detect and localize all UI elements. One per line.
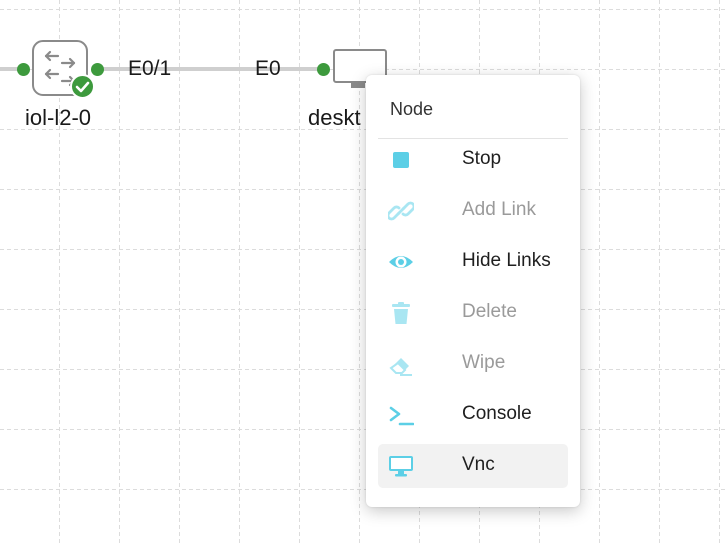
port-label-desktop: E0: [255, 57, 281, 80]
stop-icon: [393, 152, 409, 168]
menu-item-vnc[interactable]: Vnc: [378, 444, 568, 488]
menu-header: Node: [390, 99, 434, 119]
menu-item-label: Add Link: [462, 199, 536, 220]
menu-divider: [378, 138, 568, 139]
eye-icon: [389, 256, 413, 268]
menu-item-hide-links[interactable]: Hide Links: [378, 240, 568, 284]
port-dot-left[interactable]: [17, 63, 30, 76]
menu-item-console[interactable]: Console: [378, 393, 568, 437]
menu-item-wipe[interactable]: Wipe: [378, 342, 568, 386]
trash-icon: [392, 302, 410, 324]
link-left-stub[interactable]: [0, 67, 24, 71]
menu-item-label: Wipe: [462, 352, 506, 373]
switch-node[interactable]: [32, 40, 88, 96]
terminal-icon: [389, 406, 414, 426]
node-context-menu: Node Stop Add Link Hide Links: [366, 75, 580, 507]
menu-item-stop[interactable]: Stop: [378, 138, 568, 182]
port-label-switch: E0/1: [128, 57, 172, 80]
menu-item-label: Stop: [462, 148, 502, 169]
menu-item-delete[interactable]: Delete: [378, 291, 568, 335]
check-icon: [75, 81, 90, 93]
eraser-icon: [389, 358, 412, 376]
menu-item-label: Hide Links: [462, 250, 551, 271]
switch-node-label[interactable]: iol-l2-0: [25, 105, 92, 130]
running-status-badge: [70, 74, 95, 99]
port-dot-desktop[interactable]: [317, 63, 330, 76]
port-dot-switch[interactable]: [91, 63, 104, 76]
menu-item-add-link[interactable]: Add Link: [378, 189, 568, 233]
desktop-node-label[interactable]: deskt: [308, 105, 361, 130]
link-switch-desktop[interactable]: [96, 67, 326, 71]
desktop-node[interactable]: [333, 49, 389, 96]
monitor-icon: [389, 456, 413, 477]
menu-item-label: Vnc: [462, 454, 495, 475]
monitor-icon: [333, 49, 387, 88]
menu-item-label: Delete: [462, 301, 517, 322]
menu-item-label: Console: [462, 403, 532, 424]
link-icon: [388, 201, 414, 221]
